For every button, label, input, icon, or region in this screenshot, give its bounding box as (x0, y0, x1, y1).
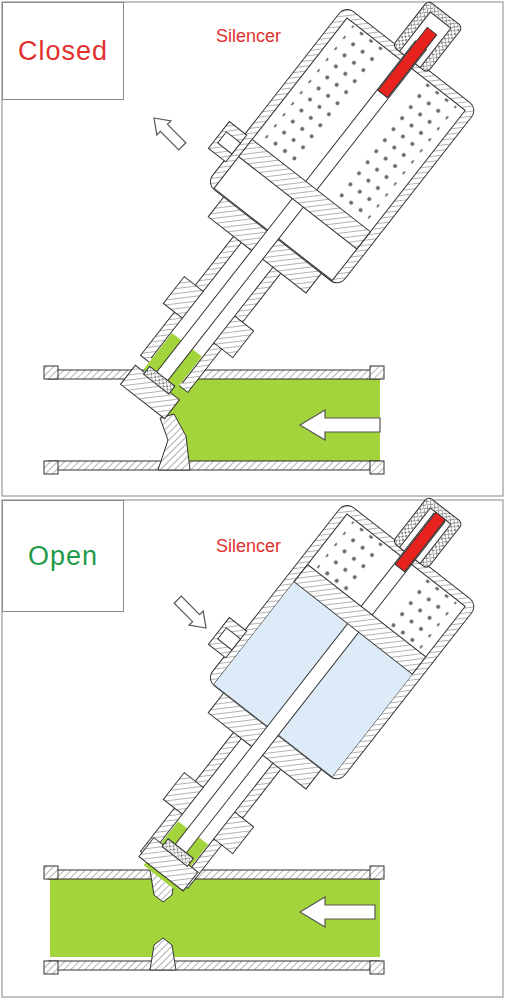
part-label: Silencer (214, 536, 283, 557)
state-box: Open (2, 500, 124, 612)
part-label: Silencer (214, 26, 283, 47)
state-label: Open (28, 541, 98, 572)
state-box: Closed (2, 2, 124, 100)
state-label: Closed (18, 36, 108, 67)
